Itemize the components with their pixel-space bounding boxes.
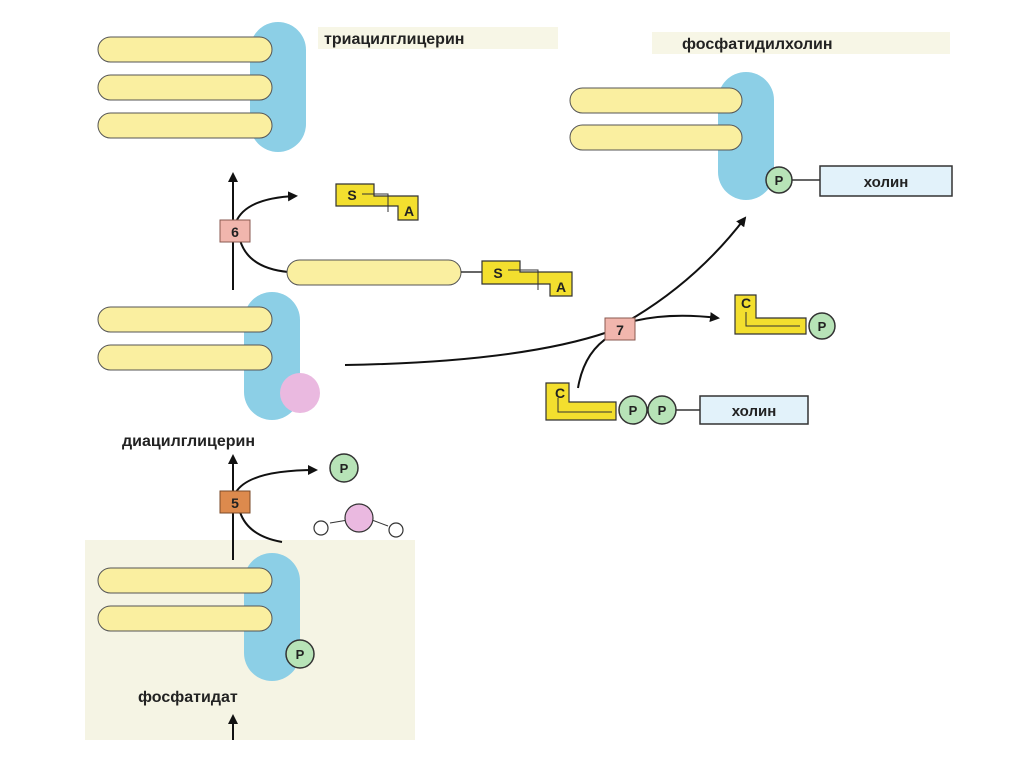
hydroxyl-group xyxy=(280,373,320,413)
phosphate-group xyxy=(765,166,793,194)
arrow-to-phosphatidylcholine xyxy=(344,216,747,366)
choline-label: холин xyxy=(732,403,777,420)
coenzyme-a-released: S A xyxy=(335,183,419,221)
enzyme-7-label: 7 xyxy=(616,322,624,338)
fatty-acid-chain xyxy=(97,344,273,371)
coa-inner-line xyxy=(508,269,539,290)
coa-s-label: S xyxy=(347,187,356,203)
triacylglycerol-molecule xyxy=(97,22,306,152)
coa-inner-line xyxy=(362,193,389,212)
phosphate-group xyxy=(618,395,648,425)
coa-shape xyxy=(481,260,573,297)
oxygen-atom xyxy=(344,503,374,533)
phosphatidate-molecule: P xyxy=(97,553,315,681)
phosphate-label: P xyxy=(629,403,638,418)
coa-a-label: A xyxy=(404,203,414,219)
cmp-inner-line xyxy=(745,312,800,327)
title-bg xyxy=(652,32,950,54)
phosphate-label: P xyxy=(340,461,349,476)
phosphatidate-label: фосфатидат xyxy=(138,689,238,706)
bond-line xyxy=(371,519,389,527)
coa-shape xyxy=(335,183,419,221)
choline-group xyxy=(699,395,809,425)
phosphatidylcholine-molecule: P холин xyxy=(569,72,953,200)
fatty-acid-chain xyxy=(97,36,273,63)
fatty-acid-chain xyxy=(97,306,273,333)
cdp-inner-line xyxy=(557,398,612,413)
fatty-acid-chain xyxy=(569,124,743,151)
cdp-choline-uptake-curve xyxy=(577,335,611,389)
enzyme-5-box xyxy=(219,490,251,514)
hydrogen-atom xyxy=(388,522,404,538)
choline-label: холин xyxy=(864,174,909,191)
phosphate-group xyxy=(285,639,315,669)
phosphate-label: P xyxy=(775,173,784,188)
phosphate-label: P xyxy=(818,319,827,334)
enzyme-7-box xyxy=(604,317,636,341)
diacylglycerol-label: диацилглицерин xyxy=(122,433,255,450)
fatty-acid-chain xyxy=(286,259,462,286)
cmp-release-arrow xyxy=(629,312,720,323)
phosphate-label: P xyxy=(296,647,305,662)
choline-group xyxy=(819,165,953,197)
coa-s-label: S xyxy=(493,265,502,281)
hydrogen-atom xyxy=(313,520,329,536)
phosphatidylcholine-label: фосфатидилхолин xyxy=(682,36,833,53)
cmp-molecule: C P xyxy=(734,294,836,340)
phosphate-release-arrow xyxy=(235,465,318,493)
phosphate-label: P xyxy=(658,403,667,418)
fatty-acid-chain xyxy=(97,567,273,594)
cdp-choline-molecule: C P P холин xyxy=(545,382,809,425)
title-bg xyxy=(318,27,558,49)
fatty-acid-chain xyxy=(569,87,743,114)
water-molecule xyxy=(313,503,404,538)
enzyme-5-label: 5 xyxy=(231,495,239,511)
cdp-c-label: C xyxy=(555,385,565,401)
water-uptake-curve xyxy=(239,511,283,543)
cdp-c-shape xyxy=(545,382,617,421)
cmp-c-shape xyxy=(734,294,807,335)
fatty-acid-chain xyxy=(97,74,273,101)
acyl-coa-uptake-curve xyxy=(239,239,289,273)
enzyme-6-label: 6 xyxy=(231,224,239,240)
phosphate-released xyxy=(329,453,359,483)
diacylglycerol-molecule xyxy=(97,292,320,420)
triacylglycerol-label: триацилглицерин xyxy=(324,31,464,48)
fatty-acid-chain xyxy=(97,112,273,139)
acyl-coa-molecule: S A xyxy=(286,259,573,297)
phosphate-group xyxy=(808,312,836,340)
coa-a-label: A xyxy=(556,279,566,295)
fatty-acid-chain xyxy=(97,605,273,632)
cmp-c-label: C xyxy=(741,295,751,311)
enzyme-6-box xyxy=(219,219,251,243)
coa-release-arrow xyxy=(235,191,298,223)
